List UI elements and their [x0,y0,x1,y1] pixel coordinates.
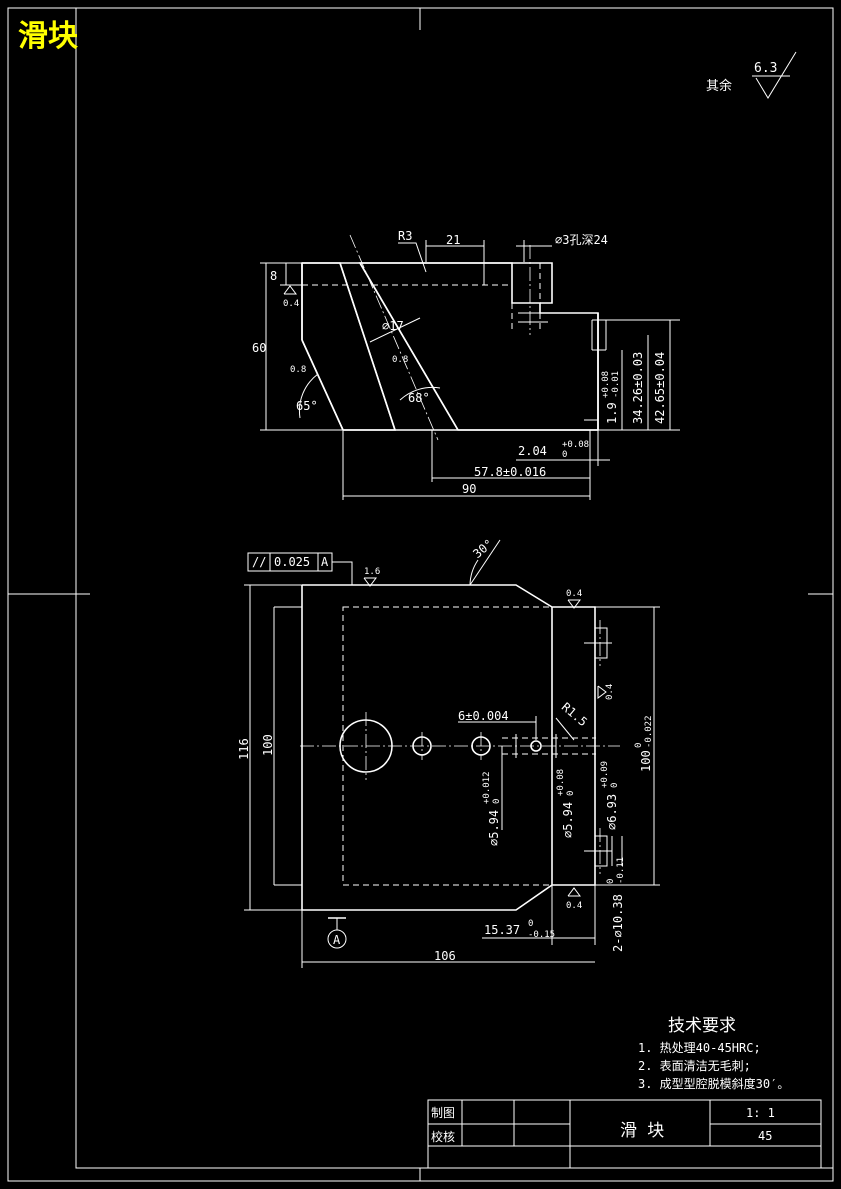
dim-dia-5-94-b-tol-up: +0.08 [556,769,566,796]
tech-req-item-2: 2. 表面清洁无毛刺; [638,1059,751,1073]
datum-a-label: A [333,933,341,947]
dim-57-8: 57.8±0.016 [474,465,546,479]
dim-1-9: 1.9 [605,402,619,424]
dim-2-04-tol-up: +0.08 [562,440,589,450]
dim-8: 8 [270,269,277,283]
drawing-title: 滑块 [18,19,78,54]
tech-req-item-3: 3. 成型型腔脱模斜度30′。 [638,1076,789,1091]
dim-dia17: ⌀17 [382,319,404,333]
dim-100: 100 [261,734,275,756]
dim-21: 21 [446,233,460,247]
tb-scale: 1: 1 [746,1106,775,1120]
dim-15-37-tol-dn: -0.15 [528,930,555,940]
title-block: 制图 校核 滑 块 1: 1 45 [427,1099,822,1169]
dim-dia-5-94-b-tol-dn: 0 [566,791,576,796]
rough-04-d: 0.4 [566,901,582,911]
gdt-symbol: // [252,555,266,569]
dim-116: 116 [237,738,251,760]
inner-frame [75,7,834,1169]
dim-1-9-tol-up: +0.08 [601,371,611,398]
dim-dia-6-93: ⌀6.93 [605,794,619,830]
dim-2-04-tol-dn: 0 [562,450,567,460]
dim-dia-5-94-a: ⌀5.94 [487,810,501,846]
plan-view: // 0.025 A 1.6 30° [237,536,660,968]
technical-requirements: 技术要求 1. 热处理40-45HRC; 2. 表面清洁无毛刺; 3. 成型型腔… [638,1016,789,1091]
dim-42-65: 42.65±0.04 [653,352,667,424]
section-view: R3 21 ⌀3孔深24 8 0.4 60 ⌀17 0.8 0.8 65° 68… [252,229,680,500]
tb-checked: 校核 [431,1129,455,1144]
dim-100-right-tol-up: 0 [634,743,644,748]
dim-30deg: 30° [470,536,496,561]
tech-req-item-1: 1. 热处理40-45HRC; [638,1041,761,1055]
dim-dia-5-94-a-tol-up: +0.012 [482,771,492,804]
roughness-value: 6.3 [754,61,777,76]
tb-drawn: 制图 [431,1106,455,1120]
roughness-symbol [755,51,797,99]
rough-08-a: 0.8 [392,355,408,365]
rough-04-a: 0.4 [283,299,299,309]
dim-15-37-tol-up: 0 [528,919,533,929]
dim-34-26: 34.26±0.03 [631,352,645,424]
dim-2-dia-10-38-tol-up: 0 [606,879,616,884]
dim-2-04: 2.04 [518,444,547,458]
plan-hidden-rect [342,606,553,886]
section-hatch-right [358,262,599,431]
dim-r1-5: R1.5 [559,700,590,729]
rough-16: 1.6 [364,567,380,577]
roughness-label: 其余 [706,78,732,94]
dim-r3: R3 [398,229,412,243]
inclined-hole-axis [349,234,439,441]
dim-1-9-tol-dn: -0.01 [611,371,621,398]
tech-req-heading: 技术要求 [668,1016,736,1036]
datum-a-circle [327,929,347,949]
dim-hole-depth: ⌀3孔深24 [555,233,608,247]
dim-68deg: 68° [408,391,430,405]
plan-outline [301,584,596,911]
dim-6: 6±0.004 [458,709,509,723]
dim-2-dia-10-38: 2-⌀10.38 [611,894,625,952]
dim-2-dia-10-38-tol-dn: -0.11 [616,857,626,884]
dim-100-right-tol-dn: -0.022 [644,715,654,748]
dim-90: 90 [462,482,476,496]
rough-04-c: 0.4 [605,684,615,700]
rough-04-b: 0.4 [566,589,582,599]
outer-border [7,7,834,1182]
dim-dia-6-93-tol-up: +0.09 [600,761,610,788]
dim-dia-6-93-tol-dn: 0 [610,783,620,788]
dim-100-right: 100 [639,750,653,772]
dim-15-37: 15.37 [484,923,520,937]
dim-65deg: 65° [296,399,318,413]
hole-small-3 [530,740,542,752]
gdt-value: 0.025 [274,555,310,569]
roughness-note: 其余 6.3 [706,51,797,99]
dim-dia-5-94-a-tol-dn: 0 [492,799,502,804]
dim-60: 60 [252,341,266,355]
dim-106: 106 [434,949,456,963]
rough-08-b: 0.8 [290,365,306,375]
tb-part-name: 滑 块 [620,1121,664,1141]
gdt-datum: A [321,555,329,569]
tb-material: 45 [758,1129,772,1143]
dim-dia-5-94-b: ⌀5.94 [561,802,575,838]
